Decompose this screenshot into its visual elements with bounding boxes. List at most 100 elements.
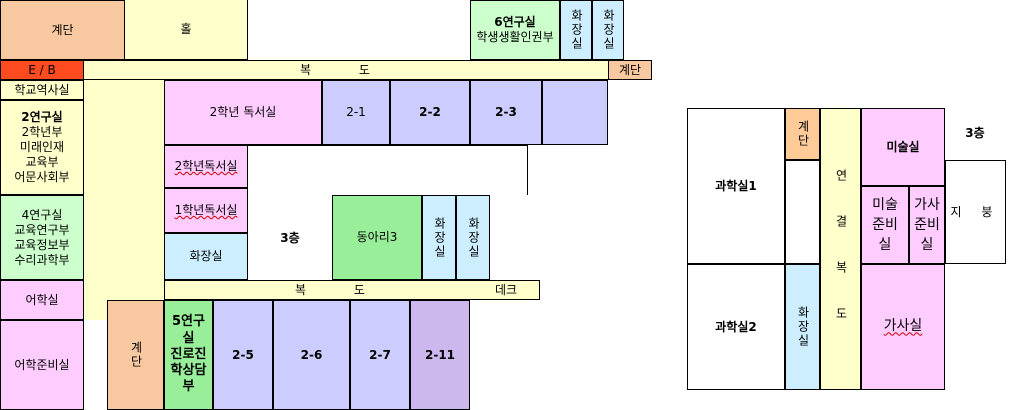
link-corridor-label: 연 결 복 도 bbox=[834, 169, 848, 329]
restroom-label: 화장실 bbox=[432, 216, 447, 259]
classroom-2-2: 2-2 bbox=[390, 80, 470, 145]
research2-line: 어문사회부 bbox=[14, 170, 70, 184]
art-room: 미술실 bbox=[861, 108, 945, 186]
classroom-label: 2-3 bbox=[495, 105, 517, 119]
stair-label: 계단 bbox=[796, 120, 810, 148]
language-room: 어학실 bbox=[0, 280, 84, 320]
classroom-2-7: 2-7 bbox=[350, 300, 410, 410]
research-room-5: 5연구실 진로진학상담부 bbox=[164, 300, 213, 410]
reading-room-2nd-grade: 2학년 독서실 bbox=[164, 80, 322, 145]
classroom-label: 2-5 bbox=[232, 347, 254, 362]
restroom-label: 화장실 bbox=[466, 216, 481, 259]
research-room-4: 4연구실 교육연구부 교육정보부 수리과학부 bbox=[0, 195, 84, 280]
classroom-2-1: 2-1 bbox=[322, 80, 390, 145]
restroom-mid-2: 화장실 bbox=[456, 195, 490, 280]
history-room: 학교역사실 bbox=[0, 80, 84, 100]
home-ec-room: 가사실 bbox=[861, 264, 945, 390]
classroom-label: 2-1 bbox=[346, 105, 366, 119]
language-prep-room: 어학준비실 bbox=[0, 320, 84, 410]
research2-title: 2연구실 bbox=[21, 110, 63, 124]
floor-label-right: 3층 bbox=[950, 120, 1000, 145]
research5-title: 5연구실 bbox=[172, 314, 205, 346]
restroom-label: 화장실 bbox=[601, 9, 616, 51]
restroom-top-2: 화장실 bbox=[592, 0, 624, 60]
classroom-label: 2-7 bbox=[369, 347, 391, 362]
stair-label: 계단 bbox=[618, 62, 642, 77]
elevator: E / B bbox=[0, 60, 84, 80]
hall-area bbox=[125, 0, 248, 60]
research4-line: 교육연구부 bbox=[14, 222, 70, 237]
classroom-2-11: 2-11 bbox=[410, 300, 470, 410]
corridor-mid-band bbox=[164, 280, 540, 300]
corridor-label: 복 도 bbox=[300, 62, 392, 77]
blank-block bbox=[785, 160, 820, 264]
reading-room-2nd-grade-small: 2학년독서실 bbox=[164, 145, 248, 188]
reading-room-label: 1학년독서실 bbox=[174, 203, 238, 217]
language-room-label: 어학실 bbox=[25, 292, 59, 307]
hall-label: 홀 bbox=[180, 22, 192, 36]
art-prep-room: 미술준비실 bbox=[861, 186, 909, 264]
stair-bottom: 계단 bbox=[107, 300, 164, 410]
classroom-2-5: 2-5 bbox=[213, 300, 273, 410]
research4-line: 수리과학부 bbox=[14, 252, 70, 267]
research-room-2: 2연구실 2학년부 미래인재 교육부 어문사회부 bbox=[0, 100, 84, 195]
floor-label: 3층 bbox=[280, 231, 300, 245]
home-ec-label: 가사실 bbox=[883, 318, 923, 335]
science-room-1: 과학실1 bbox=[687, 108, 785, 264]
roof-label: 지 붕 bbox=[950, 204, 1001, 219]
research5-subtitle: 진로진학상담부 bbox=[170, 346, 207, 395]
deck-label: 데크 bbox=[495, 282, 518, 297]
reading-room-label: 2학년독서실 bbox=[174, 159, 238, 173]
classroom-label: 2-11 bbox=[424, 347, 456, 362]
corridor-middle: 복 도 데크 bbox=[164, 280, 540, 300]
corridor-left-vertical bbox=[84, 80, 164, 320]
hall: 홀 bbox=[125, 0, 248, 60]
restroom-middle: 화장실 bbox=[164, 233, 248, 280]
research4-title: 4연구실 bbox=[21, 207, 63, 222]
corridor-top-band bbox=[84, 60, 608, 80]
research2-line: 교육부 bbox=[25, 155, 59, 169]
art-prep-label: 미술준비실 bbox=[872, 196, 898, 254]
history-room-label: 학교역사실 bbox=[14, 82, 70, 97]
classroom-2-6: 2-6 bbox=[273, 300, 350, 410]
club-room-3: 동아리3 bbox=[332, 195, 422, 280]
reading-room-1st-grade: 1학년독서실 bbox=[164, 188, 248, 233]
stair-top-left: 계단 bbox=[0, 0, 125, 60]
science-room-label: 과학실2 bbox=[715, 319, 757, 334]
floor-label-left: 3층 bbox=[265, 225, 315, 250]
stair-label: 계단 bbox=[129, 341, 143, 369]
stair-label: 계단 bbox=[51, 22, 74, 37]
home-ec-prep-room: 가사준비실 bbox=[909, 186, 945, 264]
classroom-2-3: 2-3 bbox=[470, 80, 542, 145]
research4-line: 교육정보부 bbox=[14, 237, 70, 252]
corridor-top: 복 도 bbox=[84, 60, 608, 80]
restroom-mid-1: 화장실 bbox=[422, 195, 456, 280]
language-prep-label: 어학준비실 bbox=[14, 357, 70, 372]
restroom-top-1: 화장실 bbox=[560, 0, 592, 60]
restroom-label: 화장실 bbox=[796, 306, 810, 348]
home-ec-prep-label: 가사준비실 bbox=[914, 196, 940, 254]
floor-label: 3층 bbox=[965, 126, 985, 140]
restroom-label: 화장실 bbox=[569, 9, 584, 51]
corridor-label: 복 도 bbox=[295, 282, 387, 297]
stair-right: 계단 bbox=[608, 60, 652, 80]
roof: 지 붕 bbox=[945, 160, 1006, 264]
classroom-empty bbox=[542, 80, 608, 145]
elevator-label: E / B bbox=[28, 62, 56, 77]
club-room-label: 동아리3 bbox=[356, 230, 398, 244]
inner-outline bbox=[248, 145, 528, 195]
research2-line: 2학년부 bbox=[21, 125, 63, 139]
science-room-2: 과학실2 bbox=[687, 264, 785, 390]
restroom-right: 화장실 bbox=[785, 264, 820, 390]
research6-title: 6연구실 bbox=[494, 15, 536, 29]
classroom-label: 2-6 bbox=[300, 347, 323, 362]
reading-room-label: 2학년 독서실 bbox=[209, 105, 277, 119]
research2-line: 미래인재 bbox=[19, 140, 65, 154]
research-room-6: 6연구실 학생생활인권부 bbox=[470, 0, 560, 60]
research6-subtitle: 학생생활인권부 bbox=[476, 30, 554, 44]
link-corridor: 연 결 복 도 bbox=[820, 108, 861, 390]
art-room-label: 미술실 bbox=[886, 139, 920, 154]
classroom-label: 2-2 bbox=[419, 105, 441, 119]
science-room-label: 과학실1 bbox=[715, 178, 757, 193]
stair-right-plan: 계단 bbox=[785, 108, 820, 160]
